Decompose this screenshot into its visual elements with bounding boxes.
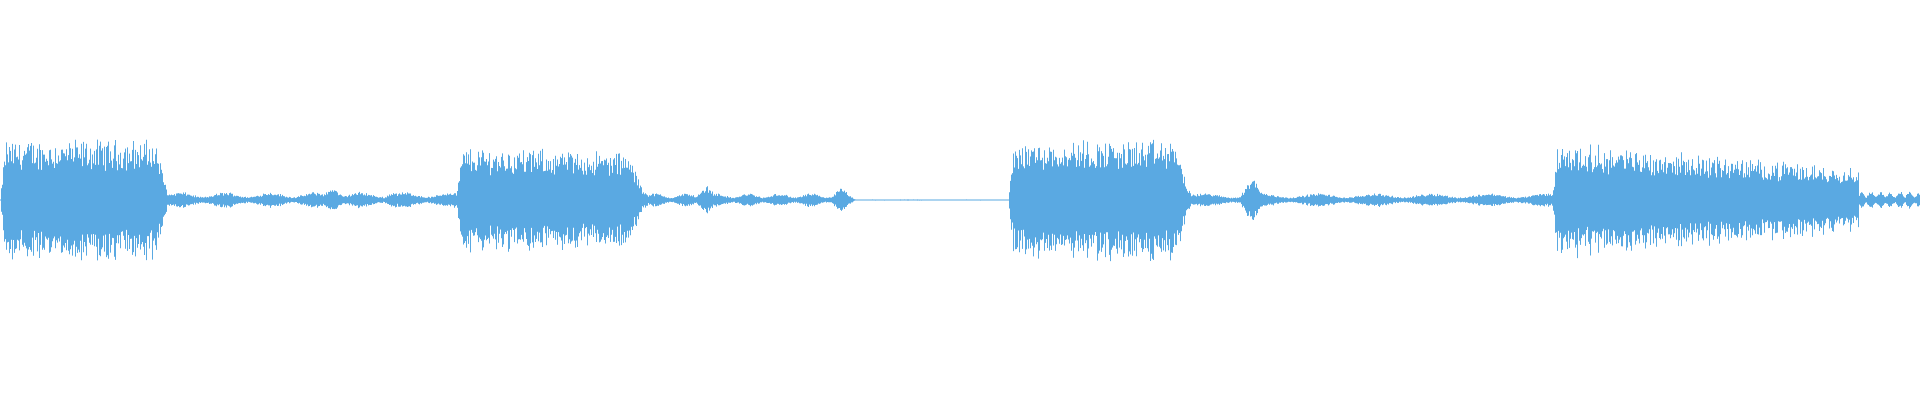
waveform-bars bbox=[1, 139, 1920, 262]
